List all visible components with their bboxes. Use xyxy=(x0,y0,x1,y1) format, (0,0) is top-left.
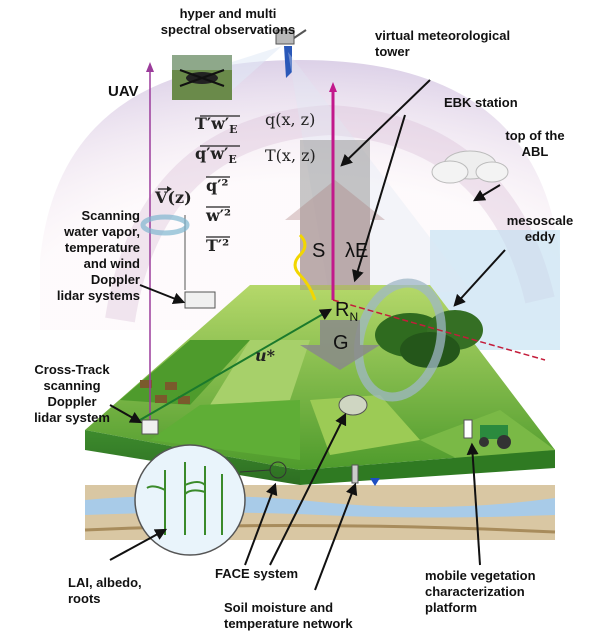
label-ebk-station: EBK station xyxy=(444,95,518,110)
symbol-tw-flux: T′w′E xyxy=(195,114,238,137)
symbol-q-xz: q(x, z) xyxy=(265,110,316,129)
satellite-icon xyxy=(275,29,307,78)
face-system-icon xyxy=(338,394,368,416)
experimental-plots xyxy=(140,380,190,404)
tractor-icon xyxy=(463,419,511,449)
symbol-u-star: u* xyxy=(255,346,275,365)
subsoil-blue-arrow xyxy=(370,478,380,486)
label-mesoscale-eddy: mesoscale eddy xyxy=(506,213,574,244)
mesoscale-eddy xyxy=(354,278,446,402)
uav-line-arrow xyxy=(146,62,154,72)
field-patch xyxy=(310,395,420,455)
symbol-sensible-heat: S xyxy=(312,240,326,262)
symbol-ground-heat: G xyxy=(333,332,349,354)
u-star-vector xyxy=(139,308,333,421)
label-virtual-tower: virtual meteorological tower xyxy=(375,28,511,59)
symbol-qw-flux: q′w′E xyxy=(195,144,237,167)
symbol-net-radiation: RN xyxy=(335,299,359,324)
label-lai-albedo: LAI, albedo, roots xyxy=(68,575,142,606)
label-uav: UAV xyxy=(108,83,139,100)
symbol-latent-heat: λE xyxy=(345,240,369,262)
corn-magnifier xyxy=(134,444,246,556)
label-soil-network: Soil moisture and temperature network xyxy=(224,600,353,631)
horizontal-axis xyxy=(332,299,546,361)
energy-column xyxy=(300,140,370,285)
label-scanning-lidar: Scanning water vapor, temperature and wi… xyxy=(56,208,140,303)
label-cross-track: Cross-Track scanning Doppler lidar syste… xyxy=(34,362,110,425)
symbol-v-z: V(z) xyxy=(155,188,192,207)
uav-image xyxy=(172,55,232,100)
ground-right-green xyxy=(300,450,555,485)
corn-plants-icon xyxy=(146,462,223,535)
symbol-q2: q′² xyxy=(206,176,229,195)
scanning-lidar-trailer xyxy=(184,291,216,309)
tower-arrow xyxy=(329,82,337,92)
label-hyper-spectral: hyper and multi spectral observations xyxy=(160,6,296,37)
ground-heat-arrow xyxy=(300,320,380,370)
label-leaders xyxy=(109,79,506,591)
cloud-icon xyxy=(431,150,509,184)
label-face-system: FACE system xyxy=(215,566,299,581)
flux-overbars xyxy=(158,115,240,238)
label-top-abl: top of the ABL xyxy=(505,128,565,159)
field-patch xyxy=(120,340,250,405)
symbol-t-xz: T(x, z) xyxy=(265,146,316,165)
symbol-t2: T′² xyxy=(206,236,230,255)
cross-track-lidar xyxy=(141,419,159,435)
field-patch xyxy=(210,340,310,405)
label-mobile-platform: mobile vegetation characterization platf… xyxy=(425,568,536,615)
magnifier-leader xyxy=(239,469,271,473)
sunlight-ray xyxy=(293,233,317,301)
wind-swirl xyxy=(140,214,190,236)
soil-sensor-icon xyxy=(351,464,359,484)
symbol-w2: w′² xyxy=(206,206,231,225)
v-vector-arrowhead xyxy=(167,186,172,192)
